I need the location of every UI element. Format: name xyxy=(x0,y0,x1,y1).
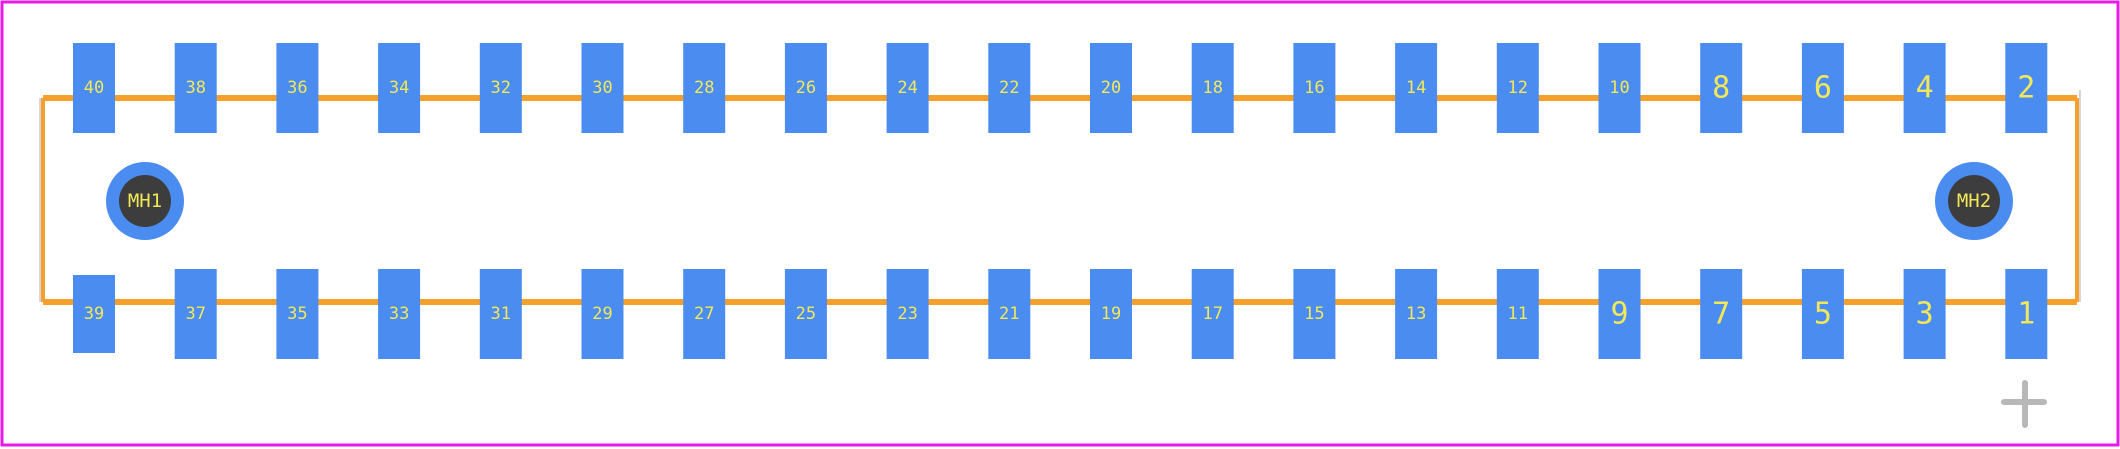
pad-39 xyxy=(73,275,115,353)
pad-24 xyxy=(886,43,929,133)
pad-label-13: 13 xyxy=(1406,304,1426,324)
pad-18 xyxy=(1191,43,1234,133)
mounting-hole-1-label: MH1 xyxy=(128,190,162,212)
pad-label-8: 8 xyxy=(1712,71,1730,106)
pad-32 xyxy=(479,43,522,133)
pad-40 xyxy=(73,43,115,133)
silkscreen-outline xyxy=(39,90,2081,305)
pad-label-18: 18 xyxy=(1202,78,1222,98)
pad-2 xyxy=(2005,43,2048,133)
pad-label-9: 9 xyxy=(1610,297,1628,332)
pad-12 xyxy=(1496,43,1539,133)
pad-13 xyxy=(1395,269,1438,359)
pad-label-40: 40 xyxy=(84,78,104,98)
pad-label-38: 38 xyxy=(185,78,205,98)
pad-label-6: 6 xyxy=(1814,71,1832,106)
pad-label-21: 21 xyxy=(999,304,1019,324)
pad-label-24: 24 xyxy=(897,78,917,98)
mounting-hole-1-drill xyxy=(119,175,171,227)
pad-label-25: 25 xyxy=(796,304,816,324)
mounting-hole-2-drill xyxy=(1948,175,2000,227)
pad-30 xyxy=(581,43,624,133)
pad-16 xyxy=(1293,43,1336,133)
pad-27 xyxy=(683,269,726,359)
pad-25 xyxy=(784,269,827,359)
pad-label-27: 27 xyxy=(694,304,714,324)
pad-label-12: 12 xyxy=(1508,78,1528,98)
pad-26 xyxy=(784,43,827,133)
pad-label-34: 34 xyxy=(389,78,409,98)
pad-label-15: 15 xyxy=(1304,304,1324,324)
pad-38 xyxy=(174,43,217,133)
pad-label-39: 39 xyxy=(84,304,104,324)
pad-label-30: 30 xyxy=(592,78,612,98)
pad-14 xyxy=(1395,43,1438,133)
pad-33 xyxy=(378,269,421,359)
pad-6 xyxy=(1801,43,1844,133)
pad-37 xyxy=(174,269,217,359)
pad-21 xyxy=(988,269,1031,359)
pad-17 xyxy=(1191,269,1234,359)
pad-label-1: 1 xyxy=(2017,297,2035,332)
pad-label-23: 23 xyxy=(897,304,917,324)
pad-label-4: 4 xyxy=(1916,71,1934,106)
pad-label-28: 28 xyxy=(694,78,714,98)
pad-label-36: 36 xyxy=(287,78,307,98)
mounting-hole-2-label: MH2 xyxy=(1957,190,1991,212)
mounting-hole-1: MH1 xyxy=(106,162,184,240)
crosshair-icon xyxy=(2001,380,2047,428)
pad-22 xyxy=(988,43,1031,133)
pad-label-29: 29 xyxy=(592,304,612,324)
pad-10 xyxy=(1598,43,1641,133)
pad-28 xyxy=(683,43,726,133)
pad-label-10: 10 xyxy=(1609,78,1629,98)
pad-11 xyxy=(1496,269,1539,359)
pad-15 xyxy=(1293,269,1336,359)
pad-label-17: 17 xyxy=(1202,304,1222,324)
pad-1 xyxy=(2005,269,2048,359)
pad-5 xyxy=(1801,269,1844,359)
pad-label-31: 31 xyxy=(491,304,511,324)
pad-23 xyxy=(886,269,929,359)
top-pad-row: 40 38 36 34 32 30 28 26 24 22 20 18 16 14 12 10 8 6 4 2 xyxy=(73,43,2048,133)
pad-label-37: 37 xyxy=(185,304,205,324)
pad-31 xyxy=(479,269,522,359)
pad-29 xyxy=(581,269,624,359)
pad-label-7: 7 xyxy=(1712,297,1730,332)
pad-20 xyxy=(1090,43,1132,133)
pad-label-2: 2 xyxy=(2017,71,2035,106)
pad-label-22: 22 xyxy=(999,78,1019,98)
pad-9 xyxy=(1598,269,1641,359)
pad-7 xyxy=(1700,269,1743,359)
pad-3 xyxy=(1903,269,1946,359)
pad-label-32: 32 xyxy=(491,78,511,98)
pad-label-11: 11 xyxy=(1508,304,1528,324)
mounting-hole-2: MH2 xyxy=(1935,162,2013,240)
pad-35 xyxy=(276,269,319,359)
pad-34 xyxy=(378,43,421,133)
pad-8 xyxy=(1700,43,1743,133)
pad-label-14: 14 xyxy=(1406,78,1426,98)
pad-19 xyxy=(1090,269,1132,359)
pad-label-3: 3 xyxy=(1916,297,1934,332)
pad-label-20: 20 xyxy=(1101,78,1121,98)
pad-label-16: 16 xyxy=(1304,78,1324,98)
pad-label-26: 26 xyxy=(796,78,816,98)
pad-label-19: 19 xyxy=(1101,304,1121,324)
pad-label-35: 35 xyxy=(287,304,307,324)
pad-label-33: 33 xyxy=(389,304,409,324)
pad-36 xyxy=(276,43,319,133)
pad-label-5: 5 xyxy=(1814,297,1832,332)
pad-4 xyxy=(1903,43,1946,133)
